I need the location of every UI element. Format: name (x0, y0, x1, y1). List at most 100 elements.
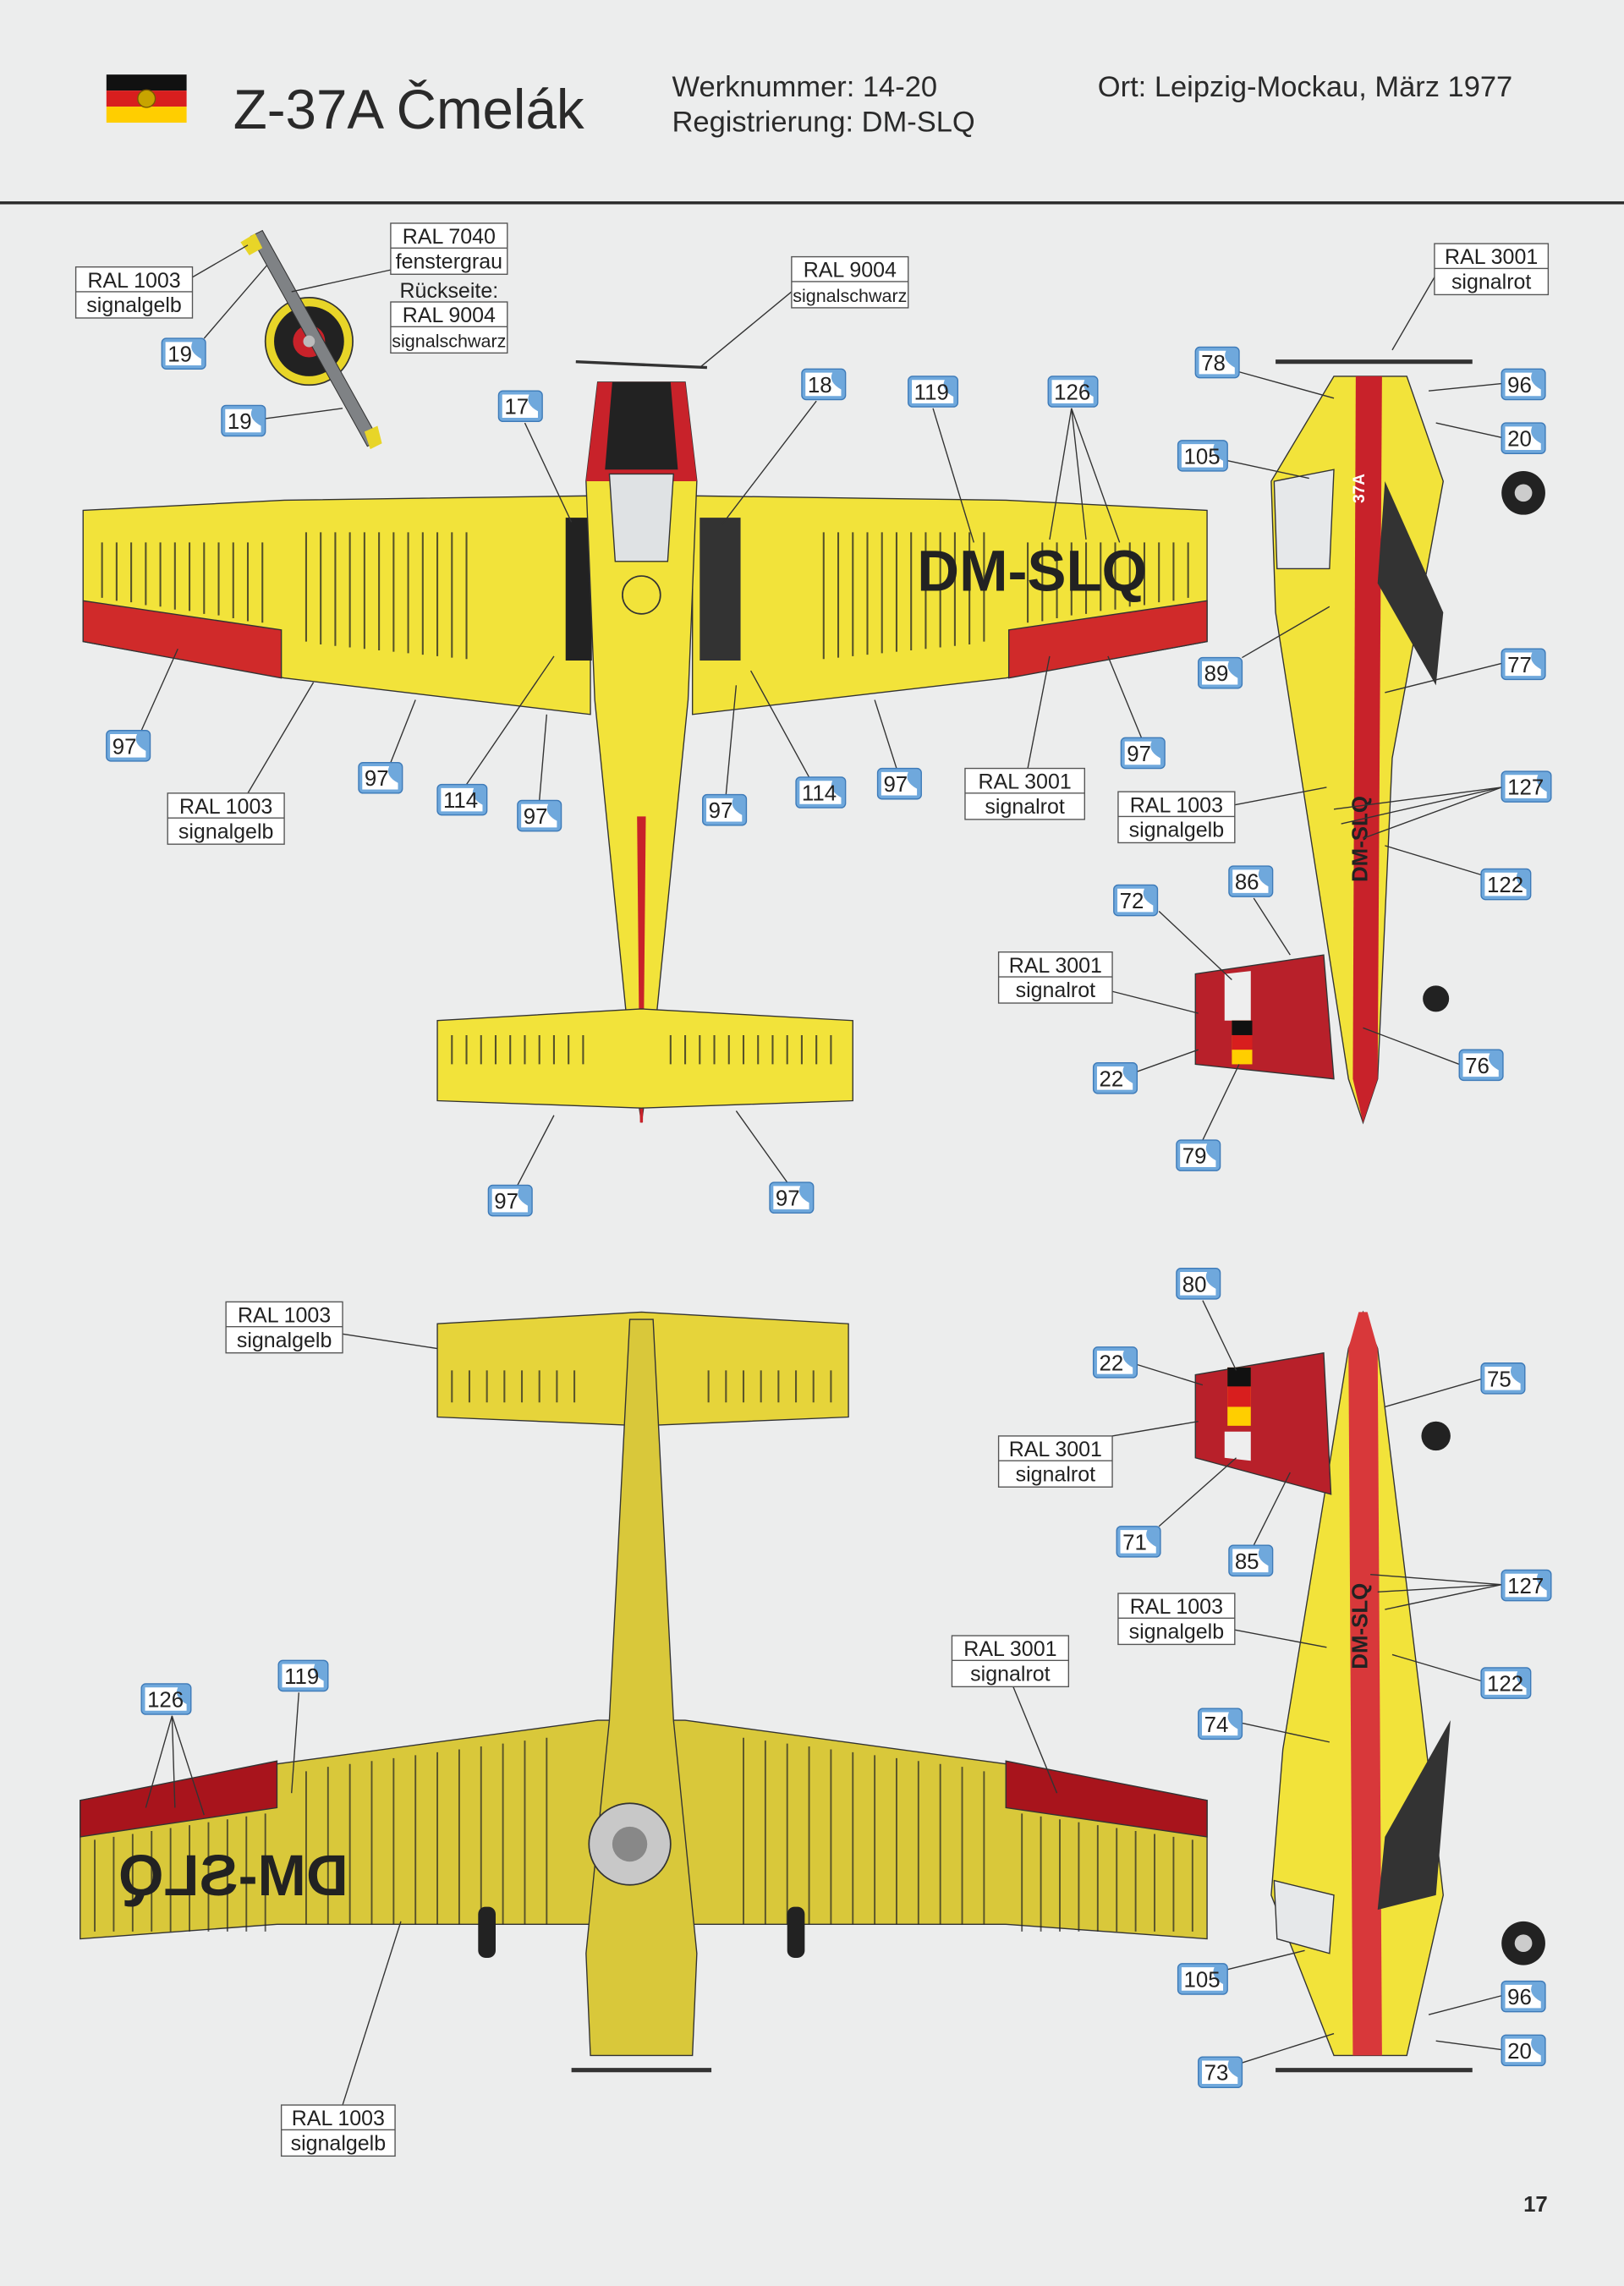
decal-number-badge: 97 (106, 730, 151, 762)
decal-number-badge: 20 (1501, 422, 1546, 454)
propeller-detail (240, 229, 382, 450)
leader-line (1385, 1584, 1502, 1610)
decal-number-badge: 20 (1501, 2034, 1546, 2067)
leader-line (1221, 1949, 1305, 1972)
decal-number: 80 (1182, 1273, 1207, 1296)
leader-line (1158, 910, 1232, 980)
aircraft-side-view-left: DM-SLQ (1194, 1310, 1545, 2073)
decal-number-badge: 97 (487, 1184, 533, 1217)
decal-number-badge: 80 (1176, 1268, 1221, 1300)
decal-number-badge: 127 (1501, 770, 1552, 803)
decal-number: 73 (1204, 2062, 1229, 2086)
decal-number: 97 (524, 805, 548, 829)
ral-color-name: signalrot (1451, 271, 1531, 294)
leader-line (247, 682, 315, 794)
leader-line (1049, 408, 1073, 540)
decal-number-badge: 96 (1501, 1980, 1546, 2013)
decal-number: 78 (1201, 352, 1226, 376)
decal-number-badge: 86 (1228, 865, 1274, 897)
ral-code: RAL 1003 (1130, 793, 1223, 817)
leader-line (203, 265, 267, 339)
fuselage-registration-marking-2: DM-SLQ (1349, 1583, 1373, 1669)
leader-line (874, 699, 897, 769)
leader-line (1238, 371, 1335, 399)
leader-line (342, 1921, 402, 2106)
ral-color-name: signalrot (985, 795, 1064, 819)
ral-code: RAL 9004 (804, 259, 897, 282)
ral-color-name: signalrot (1016, 979, 1095, 1002)
decal-number-badge: 79 (1176, 1139, 1221, 1171)
ral-color-name: signalgelb (86, 293, 182, 317)
decal-number: 22 (1100, 1351, 1124, 1375)
ral-code: RAL 1003 (238, 1303, 331, 1327)
leader-line (1435, 422, 1502, 438)
leader-line (539, 714, 548, 801)
ral-color-name: signalgelb (237, 1329, 332, 1352)
decal-number-badge: 105 (1177, 440, 1228, 472)
leader-line (1242, 606, 1330, 659)
decal-number-badge: 122 (1480, 1667, 1532, 1699)
leader-line (1435, 2040, 1502, 2051)
header-divider (0, 201, 1624, 205)
decal-number: 122 (1487, 1673, 1523, 1697)
leader-line (1363, 1027, 1460, 1066)
page-number: 17 (1523, 2193, 1548, 2217)
decal-number-badge: 71 (1116, 1526, 1161, 1558)
leader-line (1027, 655, 1051, 769)
decal-number-badge: 126 (140, 1683, 192, 1715)
leader-line (1234, 1629, 1327, 1648)
leader-lines (140, 244, 1502, 2106)
location-date: Ort: Leipzig-Mockau, März 1977 (1098, 71, 1512, 103)
leader-line (1137, 1363, 1204, 1386)
decal-number-badge: 96 (1501, 368, 1546, 401)
decal-number-badge: 78 (1194, 346, 1240, 379)
leader-line (1071, 408, 1121, 543)
leader-line (1370, 1573, 1502, 1586)
ral-color-name: signalgelb (1129, 1620, 1225, 1643)
leader-line (1391, 1653, 1482, 1682)
decal-number: 96 (1507, 374, 1532, 397)
leader-line (265, 408, 343, 419)
decal-number-badge: 114 (795, 776, 847, 809)
leader-line (699, 291, 793, 369)
decal-number: 119 (284, 1665, 319, 1689)
ral-code: RAL 3001 (963, 1637, 1056, 1661)
ral-color-name: signalgelb (1129, 819, 1225, 842)
decal-number-badge: 97 (769, 1181, 815, 1214)
leader-line (721, 400, 817, 526)
decal-number: 19 (167, 343, 192, 367)
decal-number: 75 (1487, 1368, 1512, 1391)
decal-number-badge: 74 (1198, 1708, 1243, 1741)
leader-line (524, 422, 573, 523)
leader-line (735, 1110, 788, 1183)
decal-number: 76 (1465, 1055, 1490, 1078)
decal-number: 22 (1100, 1067, 1124, 1091)
leader-line (192, 244, 249, 278)
leader-line (932, 408, 974, 543)
decal-number: 85 (1235, 1550, 1259, 1574)
ral-code: RAL 1003 (1130, 1595, 1223, 1619)
decal-number: 17 (504, 396, 529, 419)
ral-code: RAL 3001 (1445, 245, 1538, 269)
decal-number-badge: 77 (1501, 648, 1546, 681)
decal-number-badge: 126 (1047, 376, 1099, 408)
ral-color-name: signalrot (1016, 1462, 1095, 1486)
ral-code: RAL 1003 (179, 795, 272, 819)
decal-number-badge: 97 (702, 793, 748, 826)
decal-number: 119 (914, 381, 949, 405)
leader-line (1234, 787, 1327, 806)
wing-registration-marking: DM-SLQ (917, 538, 1147, 603)
decal-number: 71 (1122, 1531, 1147, 1554)
decal-number: 77 (1507, 654, 1532, 677)
leader-line (145, 1715, 173, 1808)
decal-number-badge: 73 (1198, 2056, 1243, 2089)
decal-number: 18 (808, 374, 832, 397)
